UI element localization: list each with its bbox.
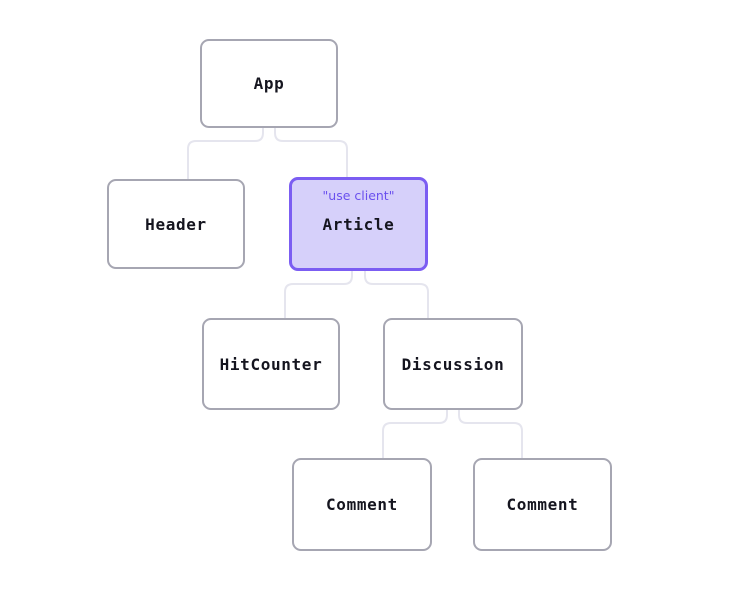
- node-label: App: [253, 74, 285, 93]
- node-comment-1: Comment: [292, 458, 432, 551]
- node-label: Header: [145, 214, 207, 234]
- edge-app-header: [187, 128, 264, 179]
- edge-article-discussion: [364, 271, 429, 318]
- edge-app-article: [274, 128, 348, 177]
- node-label: HitCounter: [219, 354, 323, 374]
- node-article: "use client" Article: [289, 177, 428, 271]
- node-label: Article: [322, 214, 395, 234]
- node-label: Comment: [326, 495, 398, 514]
- node-app: App: [200, 39, 338, 128]
- node-header: Header: [107, 179, 245, 269]
- node-comment-2: Comment: [473, 458, 612, 551]
- use-client-badge: "use client": [322, 188, 395, 203]
- node-discussion: Discussion: [383, 318, 523, 410]
- node-label: Comment: [506, 495, 579, 514]
- node-hitcounter: HitCounter: [202, 318, 340, 410]
- edge-article-hitcounter: [284, 271, 353, 318]
- node-label: Discussion: [401, 354, 505, 374]
- edge-discussion-comment-1: [382, 410, 448, 458]
- edge-discussion-comment-2: [458, 410, 523, 458]
